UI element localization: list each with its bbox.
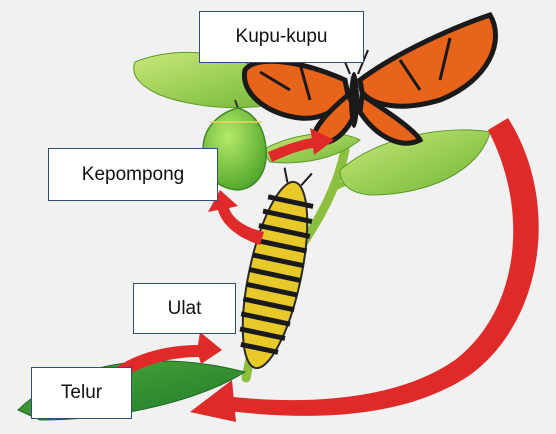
cycle-arrow-icon	[110, 118, 539, 422]
chrysalis-icon	[202, 107, 267, 191]
butterfly-icon	[242, 11, 499, 146]
stage-label-adult: Kupu-kupu	[199, 11, 364, 63]
stage-label-pupa: Kepompong	[48, 148, 218, 201]
stage-label-egg: Telur	[31, 367, 132, 419]
chrysalis-icon	[234, 99, 239, 109]
stage-label-larva: Ulat	[133, 283, 236, 334]
caterpillar-icon	[239, 167, 314, 370]
